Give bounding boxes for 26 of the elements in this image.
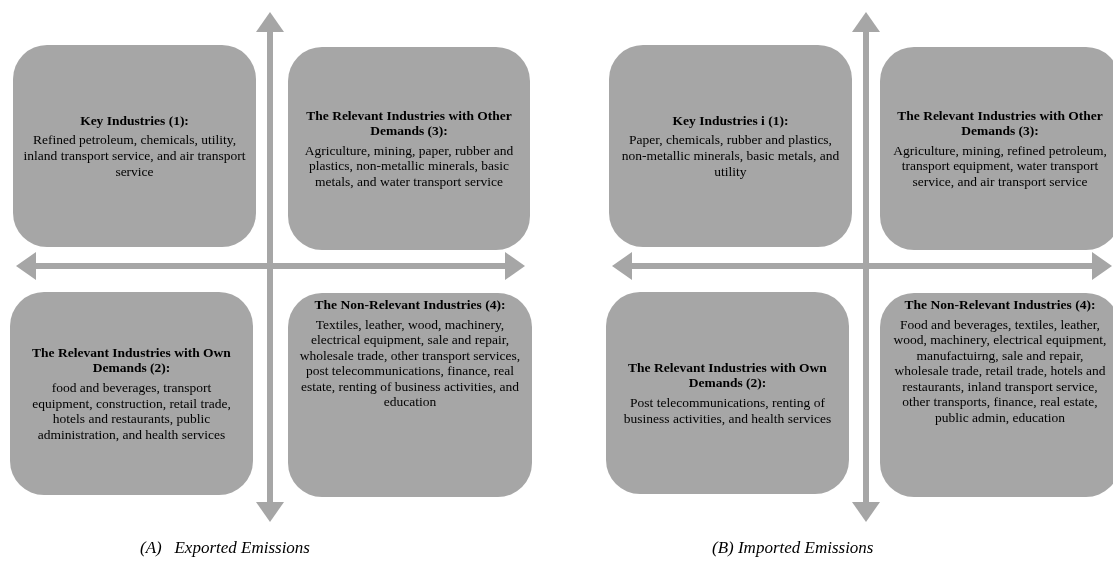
quadrant-box: [288, 293, 532, 497]
industry-list: Agriculture, mining, paper, rubber and plastics, non-metallic minerals, basic metals, and water transport service: [298, 142, 520, 190]
box-heading: The Relevant Industries with Other Demands (3):: [896, 107, 1104, 139]
quadrant-box: [10, 292, 253, 495]
quadrant-box: [880, 293, 1113, 497]
quadrant-box: [13, 45, 256, 247]
quadrant-box: [288, 47, 530, 250]
industry-list: Textiles, leather, wood, machinery, electrical equipment, sale and repair, wholesale trade, other transport services, post telecommunications, finance, real estate, renting of business activities, and education: [298, 316, 522, 410]
box-heading: The Relevant Industries with Other Demands (3):: [305, 107, 513, 139]
industry-list: Refined petroleum, chemicals, utility, inland transport service, and air transport service: [23, 132, 246, 180]
quadrant-box: [606, 292, 849, 494]
industry-list: Paper, chemicals, rubber and plastics, non-metallic minerals, basic metals, and utility: [619, 132, 842, 180]
box-heading: The Relevant Industries with Own Demands (2):: [31, 344, 232, 376]
box-heading: The Relevant Industries with Own Demands (2):: [627, 359, 828, 391]
industry-list: Food and beverages, textiles, leather, wood, machinery, electrical equipment, manufactuirng, sale and repair, wholesale trade, retail trade, hotels and restaurants, inland transport service, other transports, finance, real estate, public admin, education: [890, 316, 1110, 426]
industry-list: Agriculture, mining, refined petroleum, transport equipment, water transport service, and air transport service: [890, 142, 1110, 190]
box-heading: The Non-Relevant Industries (4):: [904, 297, 1096, 313]
quadrant-box: [880, 47, 1113, 250]
quadrant-box: [609, 45, 852, 247]
panel-caption: (B) Imported Emissions: [712, 538, 874, 558]
industry-list: Post telecommunications, renting of business activities, and health services: [616, 395, 839, 427]
industry-list: food and beverages, transport equipment, construction, retail trade, hotels and restaurants, public administration, and health services: [20, 380, 243, 443]
box-heading: Key Industries i (1):: [672, 112, 789, 129]
box-heading: The Non-Relevant Industries (4):: [314, 297, 506, 313]
box-heading: Key Industries (1):: [80, 112, 189, 129]
panel-caption: (A) Exported Emissions: [140, 538, 310, 558]
